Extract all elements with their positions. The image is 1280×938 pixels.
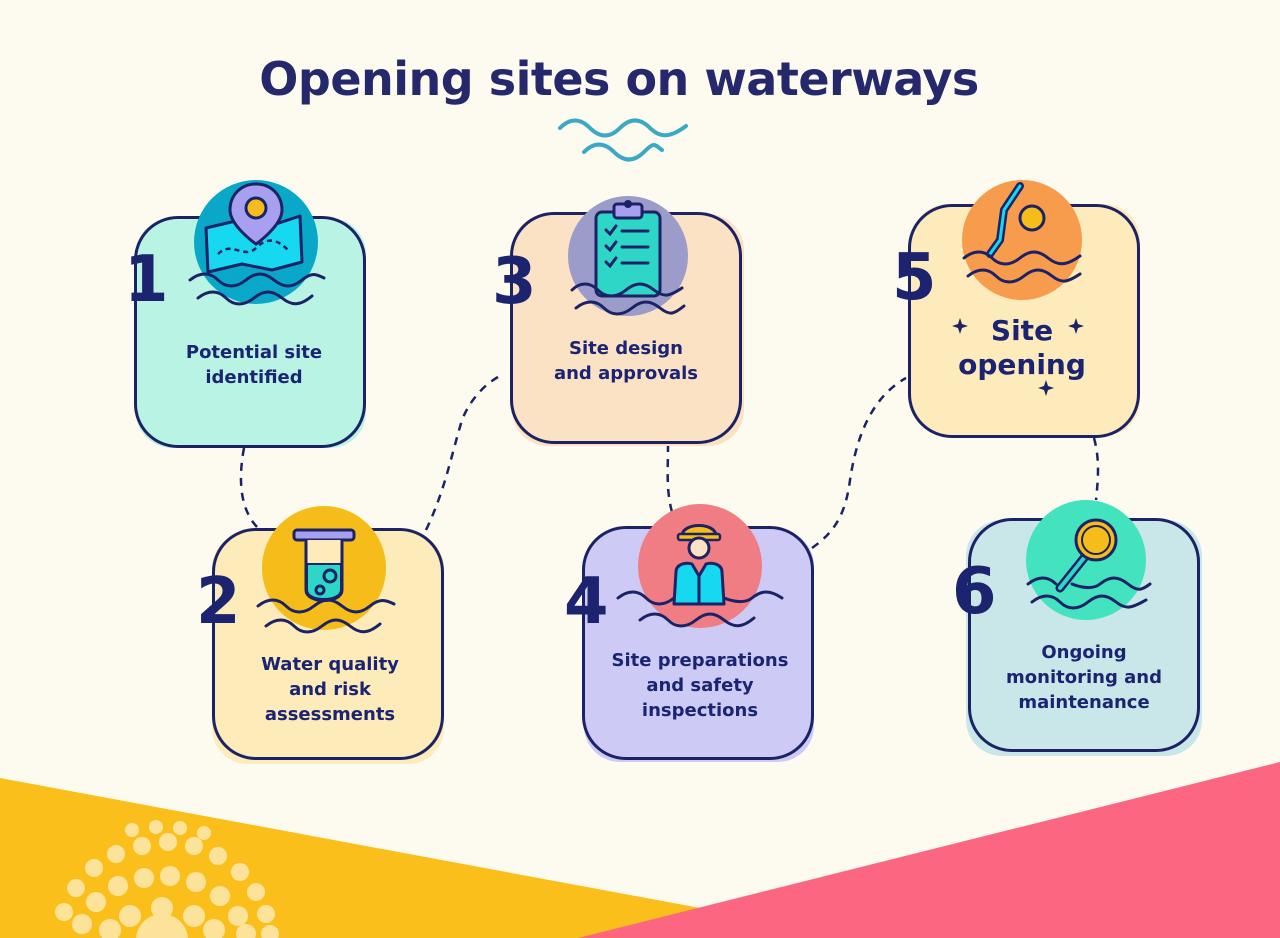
step-number: 1 bbox=[124, 243, 169, 317]
map-location-icon bbox=[188, 180, 326, 306]
step-number: 5 bbox=[892, 241, 937, 315]
step-card bbox=[134, 216, 366, 448]
step-number: 3 bbox=[492, 245, 537, 319]
swimmer-icon bbox=[962, 180, 1082, 300]
step-number: 6 bbox=[952, 555, 997, 629]
step-number: 4 bbox=[564, 565, 609, 639]
safety-worker-icon bbox=[616, 504, 784, 628]
page-title: Opening sites on waterways bbox=[259, 52, 979, 106]
wave-divider-icon bbox=[558, 118, 688, 162]
sun-dots-decoration bbox=[55, 820, 279, 938]
test-tube-icon bbox=[256, 506, 396, 634]
step-number: 2 bbox=[196, 565, 241, 639]
magnifying-glass-icon bbox=[1026, 500, 1152, 620]
sparkle-icon bbox=[952, 318, 1084, 396]
clipboard-checklist-icon bbox=[568, 196, 688, 316]
